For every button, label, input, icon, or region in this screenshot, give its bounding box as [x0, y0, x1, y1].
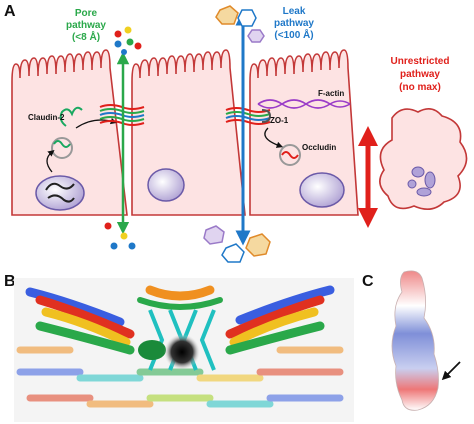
unrestricted-title-1: Unrestricted	[391, 56, 450, 67]
upper-helix-bundle	[25, 285, 335, 355]
factin-label: F-actin	[318, 89, 344, 98]
leak-title-2: pathway	[274, 18, 314, 29]
panel-b: B	[4, 273, 354, 422]
claudin-vesicle-protein	[53, 140, 71, 148]
electrostatic-surface	[391, 270, 439, 411]
cell-left	[11, 49, 128, 216]
nucleus-right	[299, 172, 345, 208]
unrestricted-title-2: pathway	[400, 69, 440, 80]
nucleus-left	[35, 175, 85, 211]
zo1-label: ZO-1	[270, 116, 289, 125]
surface-pointer-arrow	[441, 361, 461, 381]
macromolecules-bottom	[203, 225, 271, 263]
leak-title-3: (<100 Å)	[274, 28, 313, 41]
chromatin	[45, 182, 75, 203]
panel-a-letter: A	[4, 3, 16, 20]
central-pore	[164, 334, 200, 370]
pore-title-3: (<8 Å)	[72, 30, 100, 43]
zo1-protein	[261, 109, 272, 123]
panel-b-letter: B	[4, 273, 16, 290]
apoptotic-cell	[379, 108, 468, 210]
panel-c: C	[362, 270, 461, 411]
occludin-protein	[281, 151, 299, 159]
fragmented-nucleus	[407, 166, 436, 197]
pore-title-2: pathway	[66, 20, 106, 31]
panel-a: A Claudin-2	[4, 3, 468, 263]
small-ions-top	[114, 26, 142, 55]
macromolecules-top	[215, 5, 265, 43]
claudin2-label: Claudin-2	[28, 113, 65, 122]
occludin-label: Occludin	[302, 143, 336, 152]
green-domain-left	[138, 340, 166, 360]
arrow-junction-to-vesicle	[264, 127, 284, 148]
nucleus-middle	[147, 168, 185, 202]
arrow-nucleus-to-vesicle	[46, 149, 55, 173]
leak-title-1: Leak	[283, 6, 306, 17]
claudin-2-protein	[59, 106, 83, 127]
vesicle-claudin	[51, 137, 73, 159]
small-ions-bottom	[104, 222, 136, 250]
unrestricted-title-3: (no max)	[399, 82, 441, 93]
panel-c-letter: C	[362, 273, 374, 290]
pore-title-1: Pore	[75, 8, 98, 19]
f-actin-filament-2	[257, 99, 351, 109]
vesicle-occludin	[279, 144, 301, 166]
lower-helix-lattice	[16, 346, 344, 408]
